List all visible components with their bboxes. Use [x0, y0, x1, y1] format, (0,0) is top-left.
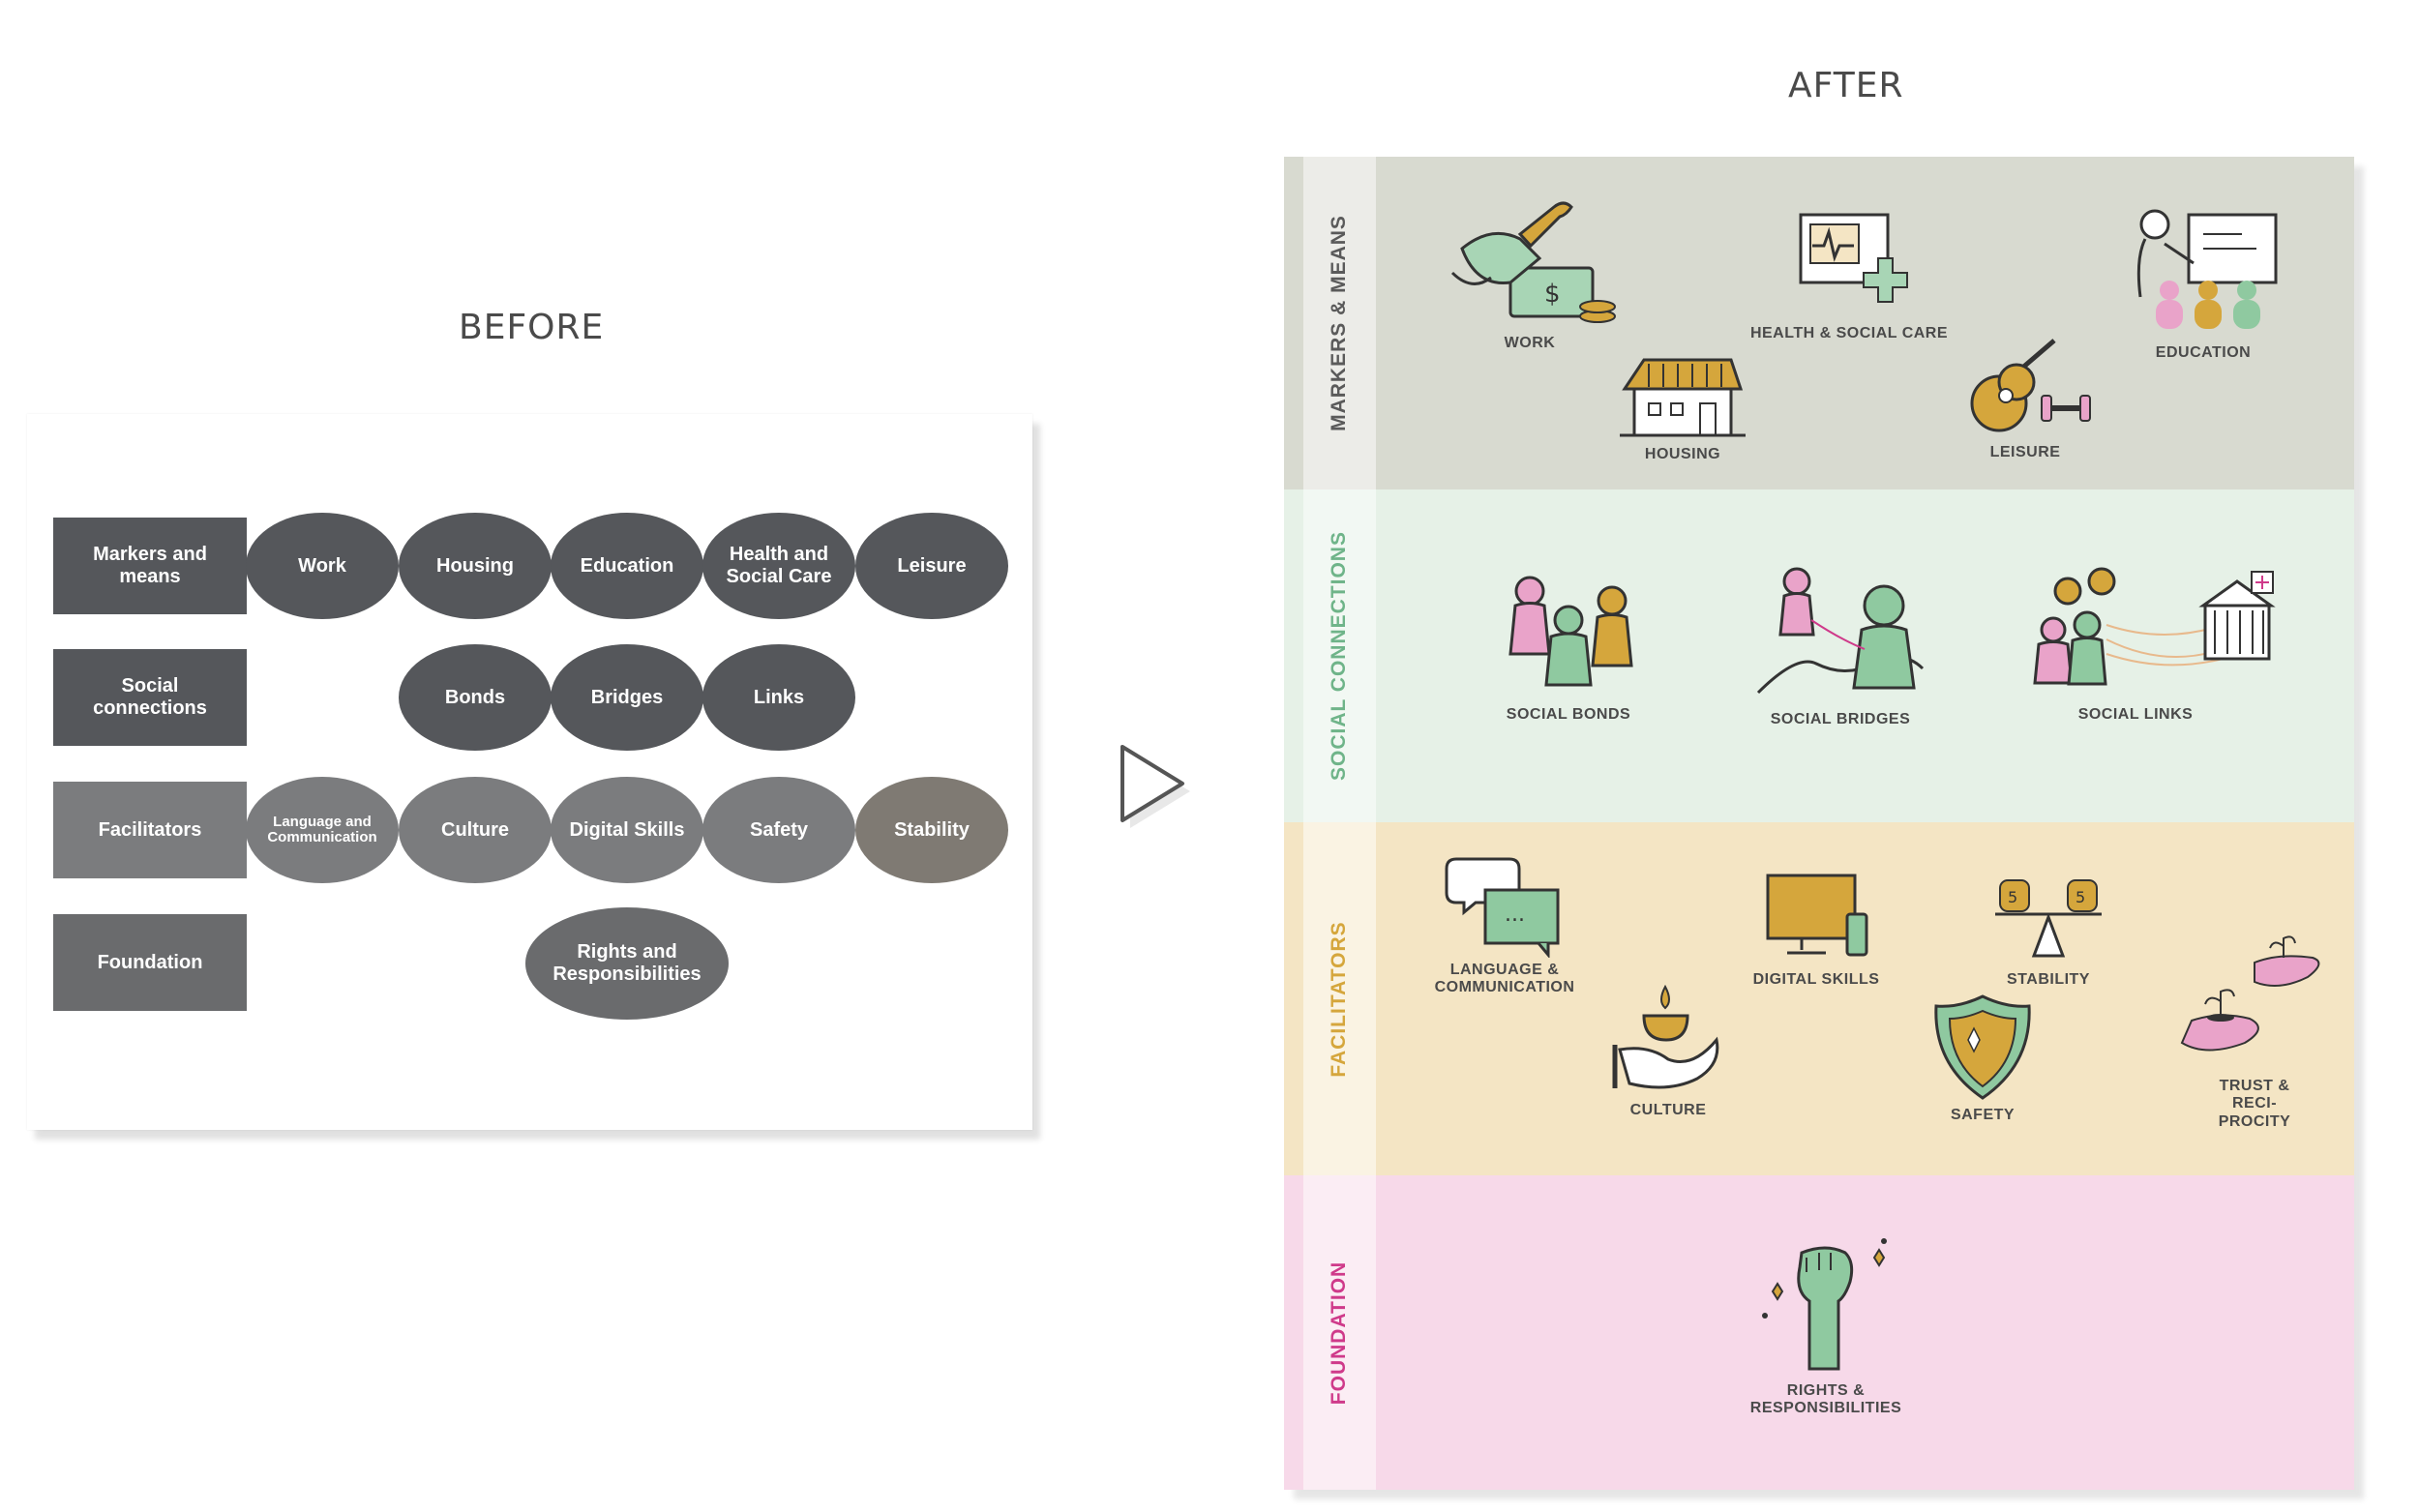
health-icon: [1799, 213, 1908, 303]
item-social-bonds: SOCIAL BONDS: [1462, 567, 1675, 724]
before-oval-stability: Stability: [855, 777, 1008, 883]
band-social-connections: SOCIAL CONNECTIONS SOCIAL BONDS SOC: [1284, 489, 2354, 822]
item-label: HEALTH & SOCIAL CARE: [1749, 325, 1949, 341]
svg-text:$: $: [1544, 280, 1561, 309]
before-oval-work: Work: [246, 513, 399, 619]
work-icon: $: [1450, 201, 1616, 323]
item-label: HOUSING: [1644, 446, 1721, 462]
before-oval-links: Links: [702, 644, 855, 751]
item-label: SAFETY: [1950, 1107, 2016, 1123]
band-title-facilitators: FACILITATORS: [1328, 920, 1350, 1078]
item-language: ... LANGUAGE & COMMUNICATION: [1398, 851, 1611, 997]
before-oval-leisure: Leisure: [855, 513, 1008, 619]
before-oval-bonds: Bonds: [399, 644, 552, 751]
item-social-links: SOCIAL LINKS: [2029, 567, 2276, 724]
band-title-markers: MARKERS & MEANS: [1328, 215, 1350, 431]
before-row-label-social: Social connections: [53, 649, 247, 746]
before-oval-rights: Rights and Responsibilities: [525, 907, 729, 1020]
before-oval-digital: Digital Skills: [551, 777, 703, 883]
social-bridges-icon: [1756, 567, 1925, 695]
item-housing: HOUSING: [1576, 350, 1789, 463]
band-title-social: SOCIAL CONNECTIONS: [1328, 531, 1350, 781]
house-icon: [1620, 358, 1746, 437]
item-label: DIGITAL SKILLS: [1752, 971, 1880, 988]
item-work: $ WORK: [1423, 195, 1636, 352]
speech-bubble-icon: ...: [1445, 857, 1560, 958]
item-social-bridges: SOCIAL BRIDGES: [1734, 562, 1947, 728]
raised-fist-icon: [1762, 1238, 1887, 1371]
before-row-label-markers: Markers and means: [53, 518, 247, 614]
item-label: TRUST & RECI-PROCITY: [2218, 1078, 2291, 1130]
before-oval-language: Language and Communication: [246, 777, 399, 883]
svg-text:5: 5: [2008, 888, 2017, 906]
item-digital-skills: DIGITAL SKILLS: [1710, 871, 1923, 989]
item-label: CULTURE: [1629, 1102, 1707, 1118]
before-heading: BEFORE: [459, 308, 605, 347]
item-label: LANGUAGE & COMMUNICATION: [1434, 962, 1575, 996]
svg-text:5: 5: [2076, 888, 2085, 906]
social-bonds-icon: [1508, 576, 1633, 687]
before-oval-health: Health and Social Care: [702, 513, 855, 619]
balance-scale-icon: 5 5: [1995, 879, 2102, 958]
play-triangle-icon: [1120, 745, 1190, 828]
item-safety: SAFETY: [1876, 992, 2089, 1124]
item-label: RIGHTS & RESPONSIBILITIES: [1749, 1382, 1902, 1417]
band-foundation: FOUNDATION RIGHTS & RESPONSIBILITIES: [1284, 1175, 2354, 1490]
shield-icon: [1934, 994, 2031, 1100]
item-label: SOCIAL BRIDGES: [1770, 711, 1911, 727]
before-oval-housing: Housing: [399, 513, 552, 619]
item-label: WORK: [1504, 335, 1556, 351]
item-trust: TRUST & RECI-PROCITY: [2148, 929, 2361, 1131]
band-facilitators: FACILITATORS ... LANGUAGE & COMMUNICATIO…: [1284, 822, 2354, 1175]
before-row-label-facilitators: Facilitators: [53, 782, 247, 878]
svg-text:...: ...: [1505, 903, 1525, 927]
before-oval-education: Education: [551, 513, 703, 619]
before-oval-culture: Culture: [399, 777, 552, 883]
guitar-icon: [1970, 339, 2091, 432]
item-label: SOCIAL BONDS: [1506, 706, 1631, 723]
item-label: LEISURE: [1989, 444, 2061, 460]
item-health: HEALTH & SOCIAL CARE: [1743, 205, 1956, 342]
social-links-icon: [2033, 567, 2276, 686]
before-oval-bridges: Bridges: [551, 644, 703, 751]
before-row-label-foundation: Foundation: [53, 914, 247, 1011]
hands-seedling-icon: [2180, 935, 2320, 1052]
candle-hand-icon: [1612, 984, 1719, 1089]
band-title-foundation: FOUNDATION: [1328, 1260, 1350, 1405]
computer-icon: [1766, 874, 1868, 957]
item-culture: CULTURE: [1562, 982, 1775, 1119]
item-label: STABILITY: [2007, 971, 2090, 988]
band-markers-means: MARKERS & MEANS $ WORK HEALTH & SOCIAL C…: [1284, 157, 2354, 489]
after-heading: AFTER: [1788, 66, 1904, 105]
education-icon: [2136, 209, 2278, 329]
item-leisure: LEISURE: [1919, 336, 2132, 461]
before-oval-safety: Safety: [702, 777, 855, 883]
after-diagram: MARKERS & MEANS $ WORK HEALTH & SOCIAL C…: [1284, 157, 2354, 1490]
item-label: SOCIAL LINKS: [2077, 706, 2194, 723]
item-rights: RIGHTS & RESPONSIBILITIES: [1719, 1233, 1932, 1418]
before-diagram: Markers and means Work Housing Education…: [27, 414, 1032, 1130]
item-label: EDUCATION: [2155, 344, 2252, 361]
item-education: EDUCATION: [2097, 205, 2310, 362]
item-stability: 5 5 STABILITY: [1942, 871, 2155, 989]
